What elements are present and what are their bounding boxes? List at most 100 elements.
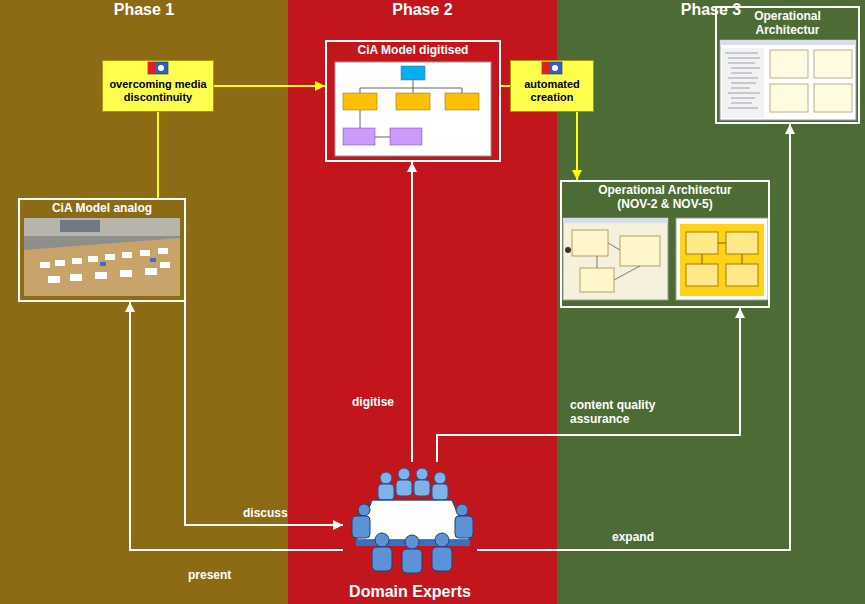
domain-experts-icon: [416, 468, 428, 480]
domain-experts-icon: [432, 484, 448, 500]
architecture-screenshot: [720, 40, 856, 120]
architecture-frame: Operational Architectur: [715, 6, 860, 124]
photo-illustration: [24, 238, 180, 296]
architecture-screenshot: [770, 84, 808, 112]
nov-screenshots: [718, 243, 726, 244]
domain-experts-icon: [432, 547, 452, 571]
photo-illustration: [24, 218, 180, 296]
phase-band: Phase 2CiA Model digitisedautomated crea…: [288, 0, 557, 604]
architecture-screenshot: [770, 50, 808, 78]
domain-experts-icon: [372, 547, 392, 571]
digitised-model-illustration: [343, 128, 375, 145]
nov-screenshots: [572, 230, 608, 256]
domain-experts-icon: [398, 468, 410, 480]
photo-illustration: [140, 250, 150, 256]
photo-illustration: [95, 272, 107, 279]
connector-line: [157, 112, 159, 198]
node-label: Operational Architectur: [720, 8, 856, 38]
edge-label: digitise: [352, 395, 394, 409]
photo-illustration: [150, 258, 156, 262]
connector-line: [437, 308, 740, 462]
connector-line: [501, 85, 510, 87]
tool-step-box: overcoming media discontinuity: [102, 60, 214, 112]
node-label: automated creation: [514, 77, 590, 103]
digitised-model-illustration: [390, 128, 422, 145]
nov-screenshots: [620, 236, 660, 266]
domain-experts-icon: [378, 468, 448, 500]
digitised-model-illustration: [396, 93, 430, 110]
domain-experts-icon: [435, 533, 449, 547]
node-label: CiA Model digitised: [327, 42, 499, 58]
architecture-screenshot: [731, 68, 760, 69]
edge-label: discuss: [243, 506, 288, 520]
digitised-model-illustration: [335, 62, 491, 156]
photo-illustration: [40, 248, 170, 283]
tool-step-box: automated creation: [510, 60, 594, 112]
arrow-head: [333, 520, 343, 530]
photo-illustration: [48, 276, 60, 283]
digitised-model-illustration: [462, 88, 463, 93]
digitised-model-illustration: [413, 88, 414, 93]
architecture-screenshot: [731, 73, 752, 74]
model-frame: CiA Model analog: [18, 198, 186, 302]
nov-screenshots: [580, 268, 614, 292]
nov-screenshots: [702, 243, 742, 264]
connector: [185, 302, 343, 530]
node-label: CiA Model analog: [20, 200, 184, 216]
nov-screenshots: [563, 218, 668, 300]
node-label: Operational Architectur (NOV-2 & NOV-5): [577, 182, 753, 212]
nov-screenshots: [608, 243, 620, 250]
edge-label: expand: [612, 530, 654, 544]
domain-experts-icon: [375, 533, 389, 547]
connector-line: [477, 124, 790, 550]
digitised-model-illustration: [445, 93, 479, 110]
connector-line: [214, 85, 325, 87]
photo-illustration: [145, 268, 157, 275]
digitised-model-illustration: [335, 62, 491, 156]
arrow-head: [735, 308, 745, 318]
domain-experts-icon: [352, 468, 473, 573]
architecture-screenshot: [720, 40, 856, 120]
phase-ground: [557, 0, 865, 604]
photo-illustration: [55, 260, 65, 266]
architecture-screenshot: [720, 40, 856, 45]
nov-screenshots: [726, 232, 758, 254]
nov-screenshots: [563, 218, 768, 300]
architecture-screenshot: [731, 83, 756, 84]
nov-screenshots: [686, 264, 718, 286]
domain-experts-icon: [380, 472, 392, 484]
photo-illustration: [70, 274, 82, 281]
digitised-model-illustration: [360, 88, 462, 89]
connector: [214, 81, 325, 91]
architecture-screenshot: [731, 88, 750, 89]
nov-screenshots: [742, 254, 743, 264]
domain-experts-icon: [396, 480, 412, 496]
connector-line: [576, 112, 578, 180]
digitised-model-illustration: [401, 66, 425, 80]
photo-illustration: [158, 248, 168, 254]
photo-illustration: [100, 262, 106, 266]
nov-screenshots: [686, 232, 718, 254]
arrow-head: [407, 162, 417, 172]
architecture-screenshot: [814, 84, 852, 112]
edge-label: present: [188, 568, 231, 582]
architecture-frame: Operational Architectur (NOV-2 & NOV-5): [560, 180, 770, 308]
photo-illustration: [72, 258, 82, 264]
connector: [158, 112, 159, 198]
domain-experts-icon: [356, 500, 470, 540]
phase-ground: [0, 0, 288, 604]
connector: [407, 162, 417, 462]
domain-experts-icon: [434, 472, 446, 484]
node-label: overcoming media discontinuity: [106, 77, 210, 103]
architecture-screenshot: [728, 58, 760, 59]
domain-experts-icon: [352, 516, 370, 538]
connector-line: [185, 302, 343, 525]
domain-experts-icon: [455, 516, 473, 538]
digitised-model-illustration: [343, 93, 377, 110]
nov-screenshots: [702, 254, 703, 264]
nov-screenshots: [614, 266, 640, 280]
architecture-screenshot: [814, 50, 852, 78]
arrow-head: [125, 302, 135, 312]
domain-experts-icon: [405, 535, 419, 549]
